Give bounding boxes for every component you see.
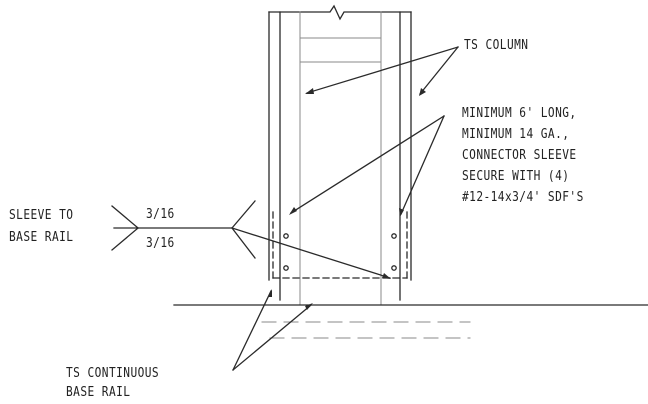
weld-symbol <box>112 201 390 278</box>
label-weld-size-top: 3/16 <box>146 207 175 222</box>
label-connector-sleeve-line-3: CONNECTOR SLEEVE <box>462 148 577 163</box>
arrowhead-ts-column-left <box>305 88 314 94</box>
label-connector-sleeve-line-1: MINIMUM 6' LONG, <box>462 106 577 121</box>
label-connector-sleeve-line-2: MINIMUM 14 GA., <box>462 127 570 142</box>
label-connector-sleeve-line-5: #12-14x3/4' SDF'S <box>462 190 584 205</box>
base-rail-hidden-lines <box>262 322 470 338</box>
screw-left-upper <box>283 233 289 239</box>
label-sleeve-to-base-rail-line-1: SLEEVE TO <box>9 208 74 223</box>
arrowhead-sleeve-left <box>289 207 297 215</box>
ts-column <box>269 6 411 300</box>
screw-left-lower <box>283 265 289 271</box>
arrowhead-base-rail-left <box>268 289 272 297</box>
label-ts-column: TS COLUMN <box>464 38 529 53</box>
screw-right-upper <box>391 233 397 239</box>
sleeve-screws <box>283 233 397 271</box>
leader-base-rail <box>233 291 311 370</box>
leader-ts-column <box>307 47 458 94</box>
arrowhead-weld <box>382 273 391 279</box>
label-sleeve-to-base-rail-line-2: BASE RAIL <box>9 230 74 245</box>
screw-right-lower <box>391 265 397 271</box>
label-connector-sleeve-line-4: SECURE WITH (4) <box>462 169 570 184</box>
arrowhead-sleeve-right <box>399 208 404 217</box>
label-base-rail-line-1: TS CONTINUOUS <box>66 366 160 381</box>
label-weld-size-bottom: 3/16 <box>146 236 175 251</box>
column-interior-lines <box>300 12 381 305</box>
connector-sleeve <box>273 212 407 278</box>
leader-arrowheads <box>268 88 426 310</box>
arrowhead-ts-column-right <box>419 88 426 96</box>
leader-connector-sleeve <box>291 116 444 214</box>
arrowhead-base-rail-right <box>305 303 313 310</box>
label-base-rail-line-2: BASE RAIL <box>66 385 131 400</box>
